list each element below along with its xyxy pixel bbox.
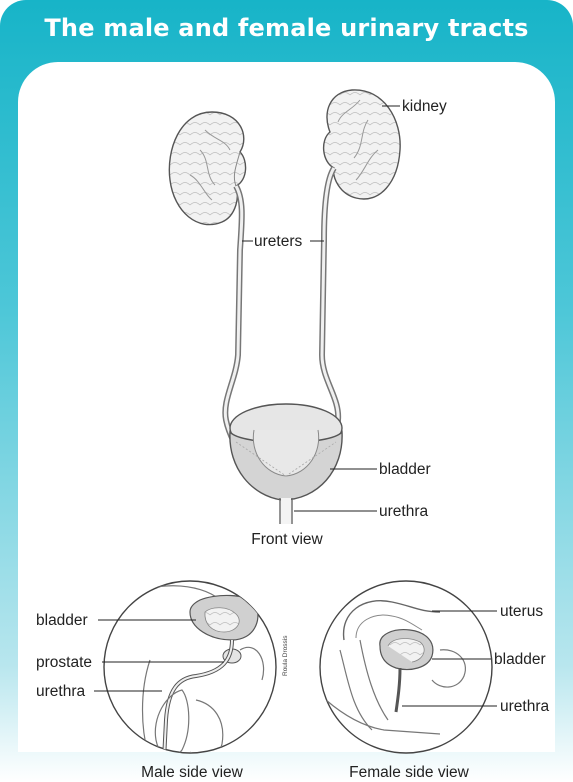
female-view-caption: Female side view [349, 764, 470, 781]
front-view-caption: Front view [251, 531, 323, 548]
front-bladder [230, 404, 342, 524]
artist-signature: Roula Drossis [282, 635, 289, 676]
ureters-label: ureters [254, 233, 302, 250]
front-urethra-label: urethra [379, 503, 428, 520]
front-bladder-label: bladder [379, 461, 431, 478]
male-side-view: bladder prostate urethra Roula Drossis M… [36, 581, 289, 781]
female-bladder-label: bladder [494, 651, 546, 668]
female-urethra-label: urethra [500, 698, 549, 715]
male-urethra-label: urethra [36, 683, 85, 700]
female-side-view: uterus bladder urethra Female side view [320, 581, 549, 781]
male-view-caption: Male side view [141, 764, 243, 781]
uterus-label: uterus [500, 603, 543, 620]
front-view: kidney ureters bladder urethra Front vie… [169, 90, 447, 548]
kidney-label: kidney [402, 98, 447, 115]
male-bladder-label: bladder [36, 612, 88, 629]
prostate-label: prostate [36, 654, 92, 671]
left-kidney [169, 112, 245, 225]
